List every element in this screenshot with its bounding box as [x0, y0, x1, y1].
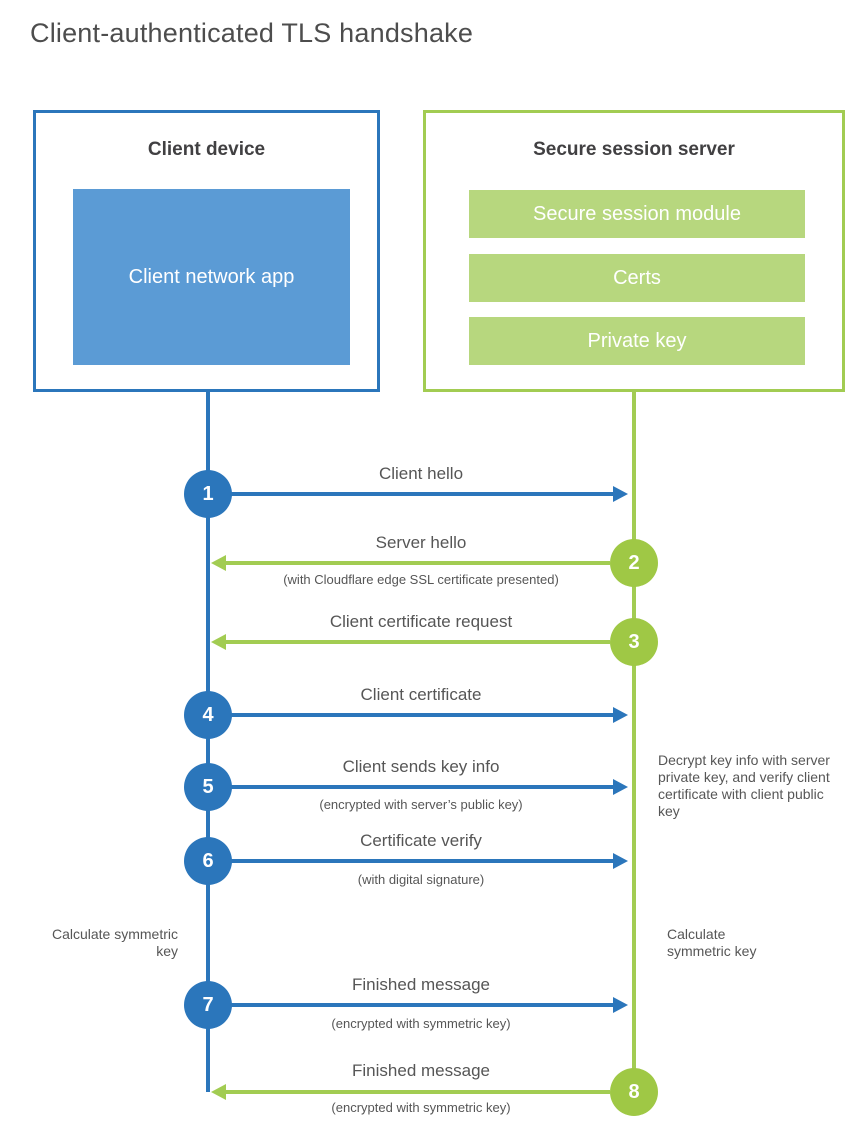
step-5-label: Client sends key info: [342, 757, 500, 776]
step-6-arrow-line: [228, 859, 614, 863]
step-2-badge: 2: [610, 539, 658, 587]
step-5-sublabel: (encrypted with server’s public key): [319, 797, 523, 812]
step-1-arrowhead-right-icon: [613, 486, 628, 502]
step-5-arrow-line: [228, 785, 614, 789]
step-5-arrowhead-right-icon: [613, 779, 628, 795]
client-network-app-box: Client network app: [73, 189, 350, 365]
step-6-label: Certificate verify: [360, 831, 482, 850]
step-8-sublabel: (encrypted with symmetric key): [331, 1100, 511, 1115]
step-7-arrow-line: [228, 1003, 614, 1007]
step-1-label: Client hello: [378, 464, 464, 483]
client-device-title: Client device: [147, 139, 266, 160]
secure-session-server-title: Secure session server: [533, 139, 735, 160]
step-4-arrow-line: [228, 713, 614, 717]
step-2-sublabel: (with Cloudflare edge SSL certificate pr…: [283, 572, 559, 587]
step-8-arrow-line: [226, 1090, 610, 1094]
step-4-label: Client certificate: [360, 685, 482, 704]
step-5-badge: 5: [184, 763, 232, 811]
step-4-arrowhead-right-icon: [613, 707, 628, 723]
secure-session-server-box: Secure session server Secure session mod…: [423, 110, 845, 392]
step-6-arrowhead-right-icon: [613, 853, 628, 869]
step-4-badge: 4: [184, 691, 232, 739]
step-6-badge: 6: [184, 837, 232, 885]
server-module-bar: Certs: [469, 254, 805, 302]
server-module-bar: Private key: [469, 317, 805, 365]
client-lifeline: [206, 391, 210, 1092]
step-7-badge: 7: [184, 981, 232, 1029]
step-3-label: Client certificate request: [329, 612, 513, 631]
server-module-bar: Secure session module: [469, 190, 805, 238]
step-7-arrowhead-right-icon: [613, 997, 628, 1013]
page-title: Client-authenticated TLS handshake: [30, 18, 474, 48]
step-2-label: Server hello: [375, 533, 467, 552]
step-7-sublabel: (encrypted with symmetric key): [331, 1016, 511, 1031]
server-lifeline: [632, 391, 636, 1092]
step-2-arrow-line: [226, 561, 610, 565]
step-8-badge: 8: [610, 1068, 658, 1116]
step-8-label: Finished message: [352, 1061, 490, 1080]
step-2-arrowhead-left-icon: [211, 555, 226, 571]
step-1-arrow-line: [228, 492, 614, 496]
calculate-symmetric-key-note-client: Calculate symmetric key: [51, 926, 178, 959]
calculate-symmetric-key-note-server: Calculate symmetric key: [667, 926, 757, 959]
client-device-box: Client device Client network app: [33, 110, 380, 392]
client-network-app-label: Client network app: [128, 265, 295, 288]
step-3-badge: 3: [610, 618, 658, 666]
step-8-arrowhead-left-icon: [211, 1084, 226, 1100]
decrypt-key-info-note: Decrypt key info with server private key…: [658, 752, 830, 819]
step-3-arrowhead-left-icon: [211, 634, 226, 650]
step-3-arrow-line: [226, 640, 610, 644]
step-1-badge: 1: [184, 470, 232, 518]
step-6-sublabel: (with digital signature): [357, 872, 485, 887]
step-7-label: Finished message: [352, 975, 490, 994]
